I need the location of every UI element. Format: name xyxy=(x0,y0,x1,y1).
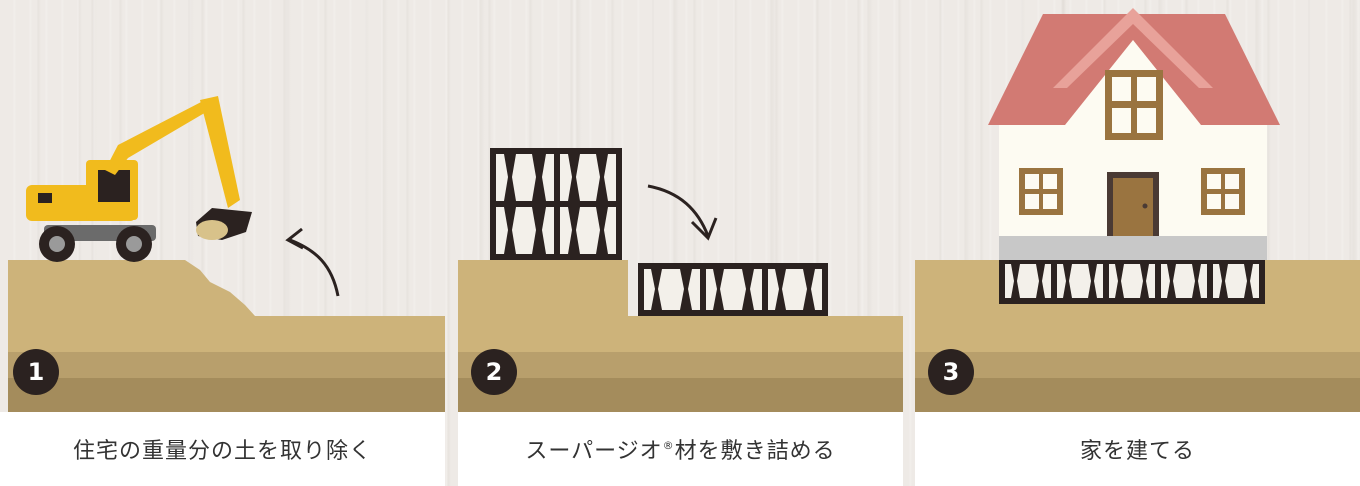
soil-layer-dark xyxy=(458,378,903,412)
step-number-badge: 1 xyxy=(13,349,59,395)
step-caption-text-rest: 材を敷き詰める xyxy=(674,439,836,464)
registered-mark: ® xyxy=(662,438,675,452)
step-caption: 住宅の重量分の土を取り除く xyxy=(0,412,445,486)
step-1-illustration xyxy=(8,96,445,412)
step-2-illustration xyxy=(458,148,903,412)
block-stack-icon xyxy=(490,148,622,260)
step-caption: 家を建てる xyxy=(915,412,1360,486)
block-foundation-icon xyxy=(999,258,1265,304)
step-caption-text: スーパージオ xyxy=(525,439,663,464)
step-caption: スーパージオ®材を敷き詰める xyxy=(458,412,903,486)
step-caption-text: 住宅の重量分の土を取り除く xyxy=(72,439,372,464)
step-number-badge: 3 xyxy=(928,349,974,395)
arrow-icon xyxy=(289,238,340,297)
block-layer-icon xyxy=(638,263,828,316)
soil-layer-mid xyxy=(458,352,903,378)
soil-layer-dark xyxy=(915,378,1360,412)
step-2-panel: 2 スーパージオ®材を敷き詰める xyxy=(458,0,903,486)
arrow-icon xyxy=(647,184,710,237)
step-number-badge: 2 xyxy=(471,349,517,395)
step-3-illustration xyxy=(915,8,1360,412)
soil-layer-dark xyxy=(8,378,445,412)
step-caption-text: 家を建てる xyxy=(1079,439,1195,464)
soil-layer-mid xyxy=(8,352,445,378)
step-1-panel: 1 住宅の重量分の土を取り除く xyxy=(0,0,445,486)
excavator-icon xyxy=(26,96,252,262)
house-icon xyxy=(988,8,1280,260)
soil-layer-mid xyxy=(915,352,1360,378)
step-3-panel: 3 家を建てる xyxy=(915,0,1360,486)
